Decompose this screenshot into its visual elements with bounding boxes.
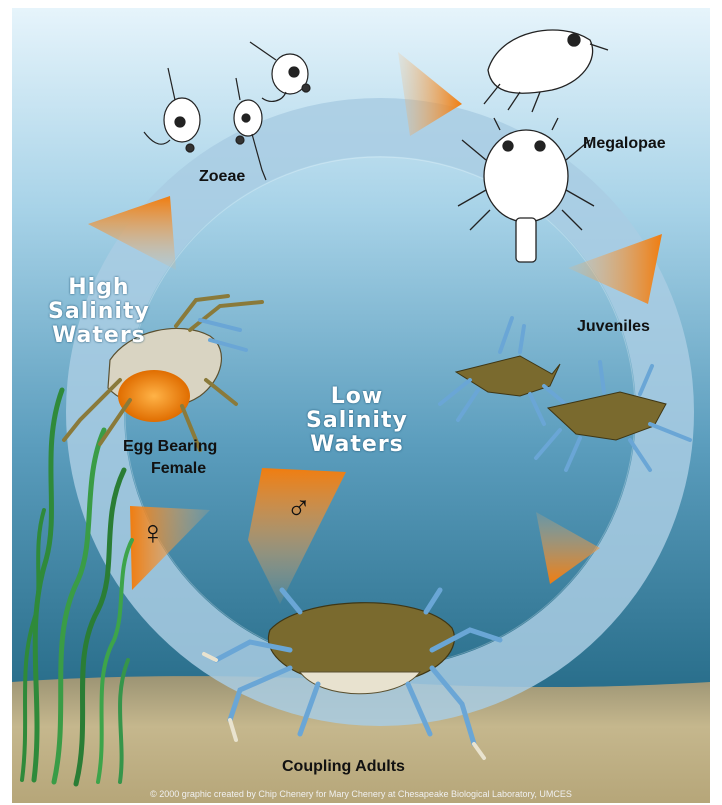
megalopae-label: Megalopae: [583, 135, 666, 153]
high-salinity-word-3: Waters: [48, 324, 150, 348]
low-salinity-waters-label: Low Salinity Waters: [306, 385, 408, 457]
male-symbol: ♂: [286, 488, 312, 527]
female-symbol: ♀: [140, 514, 166, 553]
low-salinity-word-2: Salinity: [306, 409, 408, 433]
coupling-adults-label: Coupling Adults: [282, 758, 405, 776]
juveniles-label: Juveniles: [577, 318, 650, 336]
credit-line: © 2000 graphic created by Chip Chenery f…: [0, 789, 722, 799]
egg-bearing-female-label-line1: Egg Bearing: [123, 438, 217, 456]
low-salinity-word-3: Waters: [306, 433, 408, 457]
low-salinity-word-1: Low: [306, 385, 408, 409]
high-salinity-word-2: Salinity: [48, 300, 150, 324]
high-salinity-word-1: High: [48, 276, 150, 300]
egg-mass: [118, 370, 190, 422]
egg-bearing-female-label-line2: Female: [151, 460, 206, 478]
zoeae-label: Zoeae: [199, 168, 245, 186]
high-salinity-waters-label: High Salinity Waters: [48, 276, 150, 348]
